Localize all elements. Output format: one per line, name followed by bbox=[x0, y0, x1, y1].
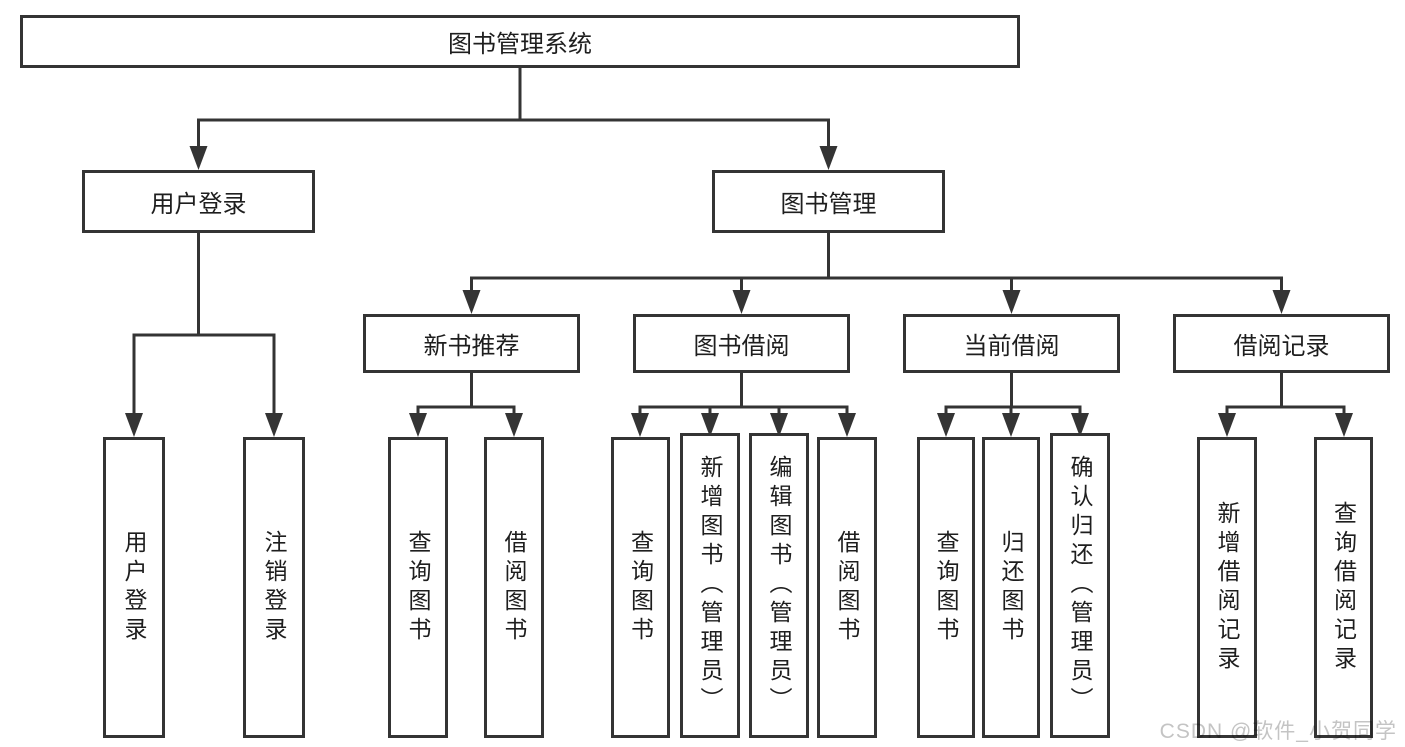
leaf-bb-borrow-books: 借阅图书 bbox=[817, 437, 877, 738]
arrowheads bbox=[125, 146, 1353, 437]
leaf-nbr-borrow-books: 借阅图书 bbox=[484, 437, 544, 738]
watermark: CSDN @软件_小贺同学 bbox=[1159, 720, 1397, 743]
leaf-cb-return-books: 归还图书 bbox=[982, 437, 1040, 738]
leaf-nbr-query-books: 查询图书 bbox=[388, 437, 448, 738]
leaf-bb-query-books: 查询图书 bbox=[611, 437, 670, 738]
node-system-root: 图书管理系统 bbox=[20, 15, 1020, 68]
leaf-br-query-borrow-record: 查询借阅记录 bbox=[1314, 437, 1373, 738]
node-book-borrowing: 图书借阅 bbox=[633, 314, 850, 373]
leaf-br-add-borrow-record: 新增借阅记录 bbox=[1197, 437, 1257, 738]
leaf-bb-add-books-admin: 新增图书（管理员） bbox=[680, 433, 740, 738]
leaf-cb-query-books: 查询图书 bbox=[917, 437, 975, 738]
leaf-cb-confirm-return-admin: 确认归还（管理员） bbox=[1050, 433, 1110, 738]
node-user-login: 用户登录 bbox=[82, 170, 315, 233]
node-book-management: 图书管理 bbox=[712, 170, 945, 233]
leaf-user-login: 用户登录 bbox=[103, 437, 165, 738]
leaf-bb-edit-books-admin: 编辑图书（管理员） bbox=[749, 433, 809, 738]
node-current-borrowing: 当前借阅 bbox=[903, 314, 1120, 373]
leaf-logout-login: 注销登录 bbox=[243, 437, 305, 738]
node-new-book-recommendation: 新书推荐 bbox=[363, 314, 580, 373]
node-borrowing-records: 借阅记录 bbox=[1173, 314, 1390, 373]
